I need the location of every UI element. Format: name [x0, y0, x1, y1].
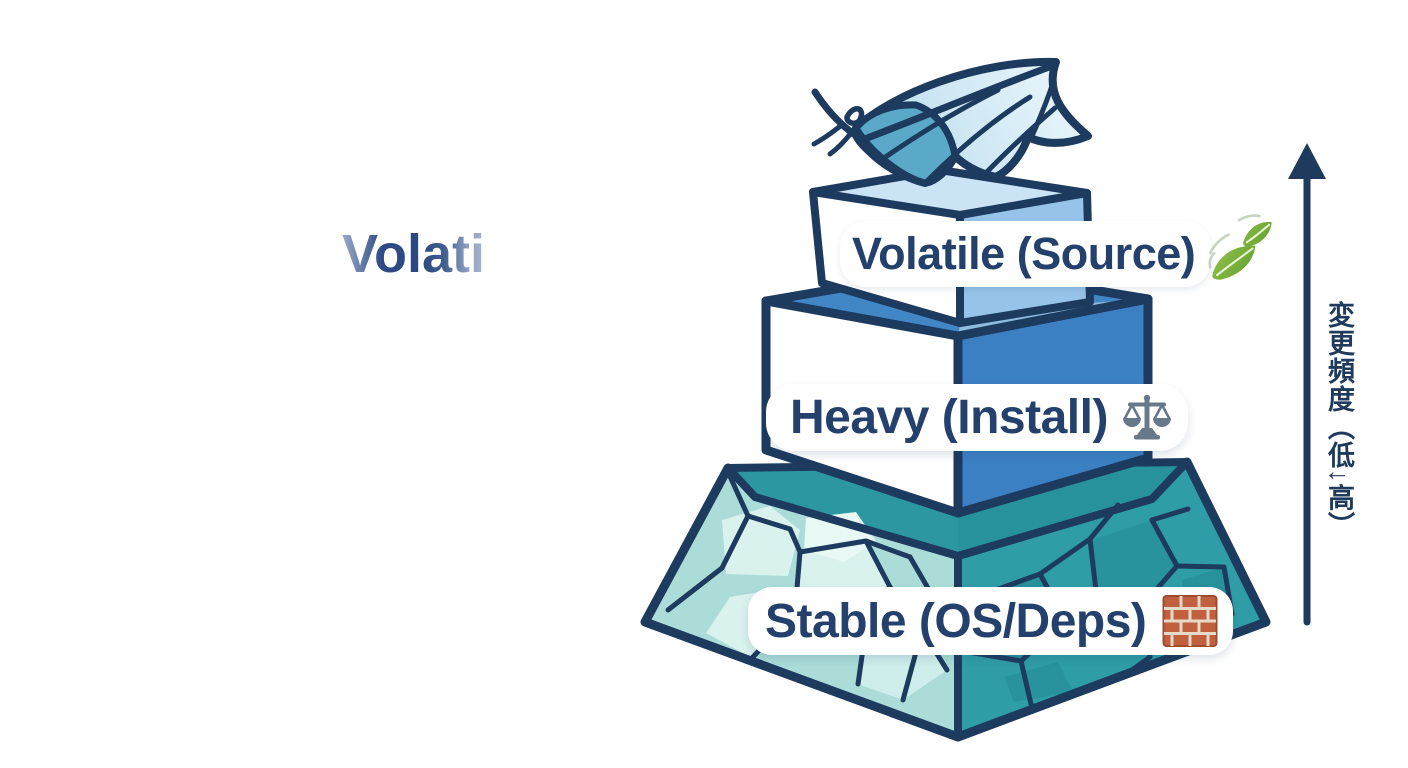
ghost-artifact-text: Volati — [342, 224, 486, 284]
layer-label-stable: Stable (OS/Deps) — [748, 587, 1234, 655]
frequency-axis-label: 変更頻度（低↓高） — [1324, 301, 1354, 540]
balance-scale-icon — [1122, 394, 1171, 439]
feather-illustration — [811, 57, 1092, 187]
brick-icon — [1162, 595, 1218, 647]
stable-label-text: Stable (OS/Deps) — [765, 594, 1147, 648]
layer-label-heavy: Heavy (Install) — [766, 384, 1188, 451]
volatile-label-text: Volatile (Source) — [852, 228, 1196, 279]
layer-label-volatile: Volatile (Source) — [840, 221, 1212, 287]
leaf-icon — [1208, 214, 1272, 280]
heavy-label-text: Heavy (Install) — [790, 391, 1108, 444]
frequency-axis-arrow — [1288, 143, 1326, 626]
